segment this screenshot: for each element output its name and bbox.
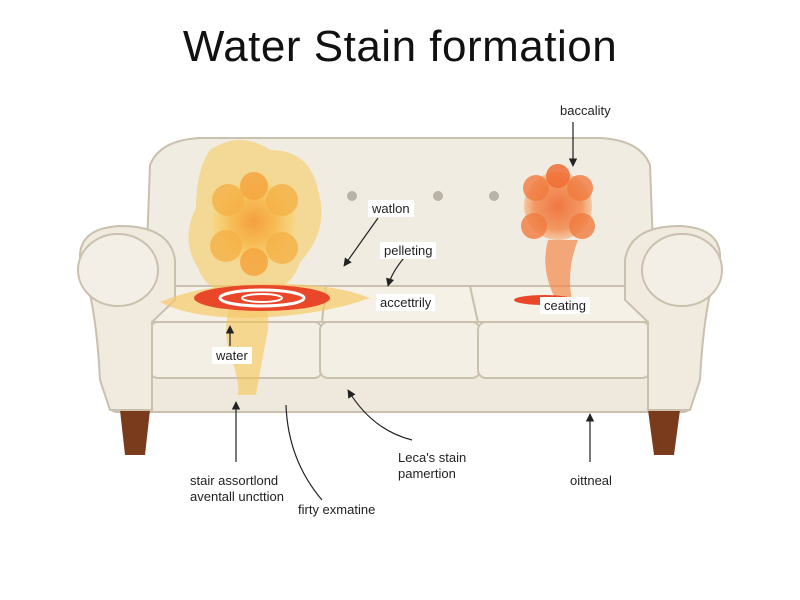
arrow-pelleting bbox=[386, 257, 405, 287]
label-watlon: watlon bbox=[368, 200, 414, 217]
stain-rings-left bbox=[160, 283, 370, 318]
label-lecas-line1: Leca's stain bbox=[398, 450, 467, 465]
label-stair-assortlond: stair assortlond aventall uncttion bbox=[190, 473, 284, 505]
arrow-lecas bbox=[347, 389, 413, 441]
diagram-title: Water Stain formation bbox=[182, 22, 618, 71]
label-lecas-line2: pamertion bbox=[398, 466, 456, 481]
arrow-watlon bbox=[343, 217, 379, 267]
stain-bloom-left bbox=[210, 172, 298, 276]
seat-cushion-front-middle bbox=[319, 321, 481, 379]
arm-roll-right bbox=[641, 233, 723, 307]
label-stair-line2: aventall uncttion bbox=[190, 489, 284, 504]
stain-bloom-right bbox=[514, 164, 595, 305]
label-lecas-stain: Leca's stain pamertion bbox=[398, 450, 466, 482]
tufting-button bbox=[489, 191, 499, 201]
label-accettrily: accettrily bbox=[376, 294, 436, 311]
sofa-leg-left bbox=[120, 410, 150, 455]
label-pelleting: pelleting bbox=[380, 242, 437, 259]
seat-cushion-front-right bbox=[477, 321, 651, 379]
tufting-button bbox=[433, 191, 443, 201]
arm-roll-left bbox=[77, 233, 159, 307]
tufting-button bbox=[347, 191, 357, 201]
label-ceating: ceating bbox=[540, 297, 590, 314]
label-water: water bbox=[212, 347, 252, 364]
label-baccality: baccality bbox=[560, 103, 611, 118]
stain-drip-yellow bbox=[226, 298, 269, 395]
label-firty-exmatine: firty exmatine bbox=[298, 502, 376, 517]
label-stair-line1: stair assortlond bbox=[190, 473, 279, 488]
sofa-leg-right bbox=[648, 410, 680, 455]
arrow-firty bbox=[285, 404, 323, 501]
label-oittneal: oittneal bbox=[570, 473, 612, 488]
